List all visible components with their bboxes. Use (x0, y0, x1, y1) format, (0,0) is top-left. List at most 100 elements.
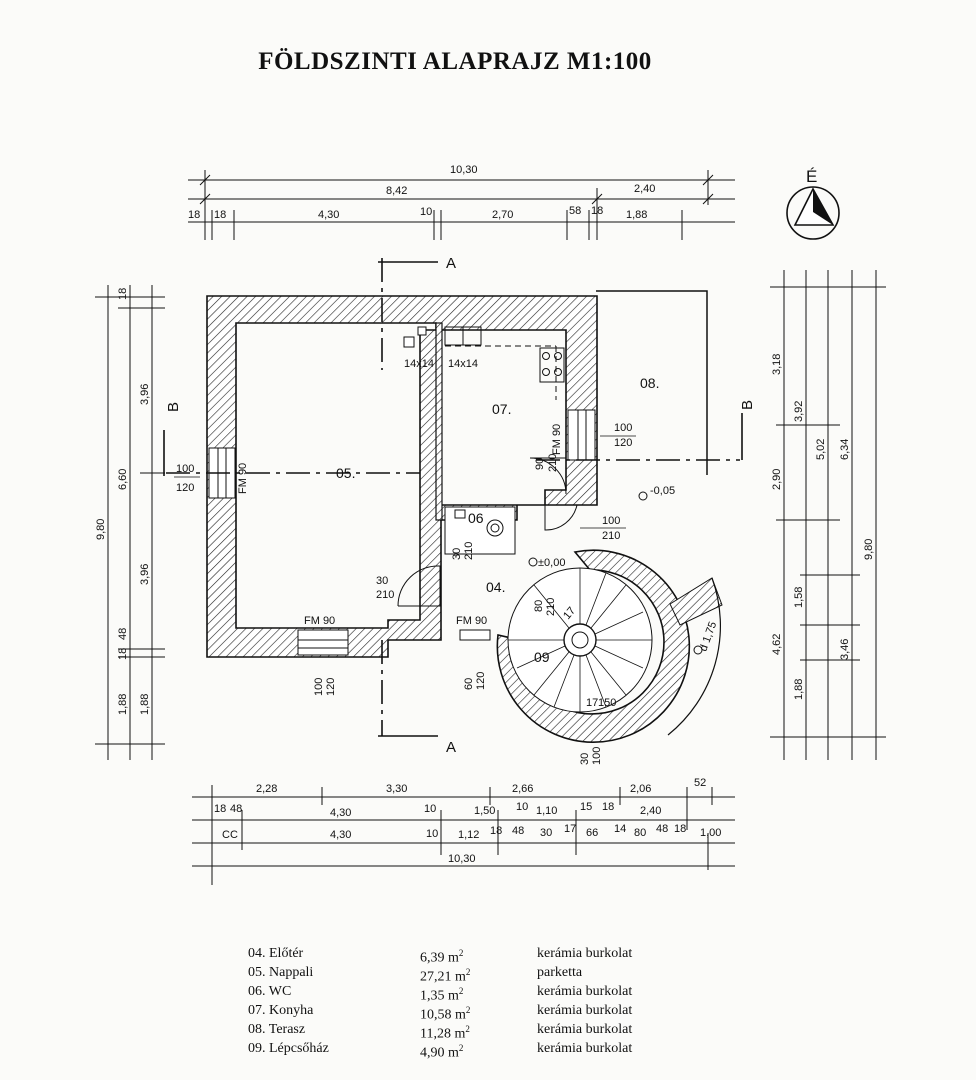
dim-bottom-r2: 1,50 (474, 805, 495, 817)
opening-d07: 90 (534, 458, 546, 470)
opening-door-stair: 210 (545, 598, 557, 616)
dim-right-c4: 6,34 (839, 439, 851, 460)
opening-w04-bottom: 120 (475, 672, 487, 690)
dim-right-c1: 4,62 (771, 634, 783, 655)
room-label-06: 06 (468, 510, 484, 526)
level-stair: d 1,75 (698, 620, 720, 653)
room-area: 10,58 m2 (420, 1005, 471, 1023)
room-label-09: 09 (534, 649, 550, 665)
opening-d05: 30 (376, 575, 388, 587)
opening-chimney: 14x14 (448, 358, 478, 370)
dim-bottom-r2: 2,40 (640, 805, 661, 817)
dim-left-inner: 18 (117, 288, 129, 300)
dim-bottom-r1: 2,06 (630, 783, 651, 795)
room-area: 4,90 m2 (420, 1043, 464, 1061)
north-arrow-icon: É (786, 167, 840, 240)
dim-bottom-r3: 17 (564, 823, 576, 835)
room-floor: kerámia burkolat (537, 1041, 633, 1056)
spiral-staircase (496, 549, 723, 744)
dim-bottom-r3: 1,00 (700, 827, 721, 839)
stair-dim: 150 (598, 697, 616, 709)
section-mark-b-right: B (739, 400, 756, 410)
room-label-07: 07. (492, 401, 511, 417)
opening-w05-left: 100 (176, 463, 194, 475)
dim-bottom-r2: 10 (516, 801, 528, 813)
dim-right-c1: 3,18 (771, 354, 783, 375)
opening-w07: 100 (614, 422, 632, 434)
dim-top-seg: 4,30 (318, 209, 339, 221)
dim-left-inner: 3,96 (139, 564, 151, 585)
room-floor: parketta (537, 965, 583, 980)
dim-bottom-r1: 2,66 (512, 783, 533, 795)
stair-dim: 17 (586, 697, 598, 709)
room-name: 08. Terasz (248, 1022, 306, 1037)
section-lines (163, 258, 743, 737)
dim-bottom-r3: 48 (512, 825, 524, 837)
room-row: 06. WC 1,35 m2 kerámia burkolat (248, 982, 688, 1004)
opening-fm: FM 90 (456, 615, 487, 627)
room-area: 1,35 m2 (420, 986, 464, 1004)
opening-w04-bottom: 60 (463, 678, 475, 690)
dim-left-inner: 3,96 (139, 384, 151, 405)
dim-bottom-r2: 18 (602, 801, 614, 813)
room-row: 09. Lépcsőház 4,90 m2 kerámia burkolat (248, 1039, 688, 1061)
section-mark-b-left: B (165, 402, 182, 412)
dim-bottom-r2: 1,10 (536, 805, 557, 817)
wc-fixtures (444, 506, 516, 555)
room-row: 08. Terasz 11,28 m2 kerámia burkolat (248, 1020, 688, 1042)
room-label-04: 04. (486, 579, 505, 595)
room-row: 05. Nappali 27,21 m2 parketta (248, 963, 688, 985)
dim-top-seg: 18 (188, 209, 200, 221)
dim-bottom-r3: 18 (490, 825, 502, 837)
dim-top-terrace: 2,40 (634, 183, 655, 195)
dim-bottom-r3: 48 (656, 823, 668, 835)
chimney-icon (403, 326, 427, 348)
opening-w05-left: 120 (176, 482, 194, 494)
room-floor: kerámia burkolat (537, 1003, 633, 1018)
room-area: 27,21 m2 (420, 967, 471, 985)
dim-bottom-r3: 30 (540, 827, 552, 839)
opening-d07: 210 (547, 454, 559, 472)
dim-right-c2: 1,58 (793, 587, 805, 608)
opening-w09: 30 (579, 753, 591, 765)
dim-right-total: 9,80 (863, 539, 875, 560)
dimension-right (770, 270, 886, 760)
dim-top-seg: 18 (214, 209, 226, 221)
level-terrace: -0,05 (650, 485, 675, 497)
opening-door-stair: 80 (533, 600, 545, 612)
room-area: 11,28 m2 (420, 1024, 470, 1042)
dimension-top (188, 170, 735, 240)
dim-bottom-r2: 18 (214, 803, 226, 815)
dim-bottom-r3: CC (222, 829, 238, 841)
opening-fm: FM 90 (304, 615, 335, 627)
page-title: FÖLDSZINTI ALAPRAJZ M1:100 (258, 48, 652, 75)
opening-terrace-door: 210 (602, 530, 620, 542)
dim-bottom-r2: 48 (230, 803, 242, 815)
opening-terrace-door: 100 (602, 515, 620, 527)
room-name: 06. WC (248, 984, 292, 999)
dim-bottom-r3: 80 (634, 827, 646, 839)
room-area: 6,39 m2 (420, 948, 464, 966)
dim-right-c2: 3,92 (793, 401, 805, 422)
dim-top-seg: 10 (420, 206, 432, 218)
opening-fm: FM 90 (551, 424, 563, 455)
room-name: 07. Konyha (248, 1003, 314, 1018)
dim-right-c3: 5,02 (815, 439, 827, 460)
dim-bottom-r3: 66 (586, 827, 598, 839)
terrace-outline (596, 290, 708, 475)
dim-bottom-r3: 10 (426, 828, 438, 840)
dim-bottom-r1: 3,30 (386, 783, 407, 795)
dim-top-seg: 18 (591, 205, 603, 217)
section-mark-a-top: A (446, 255, 456, 272)
dim-left-total: 9,80 (95, 519, 107, 540)
dim-left-mid: 6,60 (117, 469, 129, 490)
room-row: 04. Előtér 6,39 m2 kerámia burkolat (248, 944, 688, 966)
room-name: 09. Lépcsőház (248, 1041, 329, 1056)
opening-wc-door: 210 (463, 542, 475, 560)
opening-w05-bottom: 120 (325, 678, 337, 696)
room-label-08: 08. (640, 375, 659, 391)
section-mark-a-bottom: A (446, 739, 456, 756)
opening-w07: 120 (614, 437, 632, 449)
